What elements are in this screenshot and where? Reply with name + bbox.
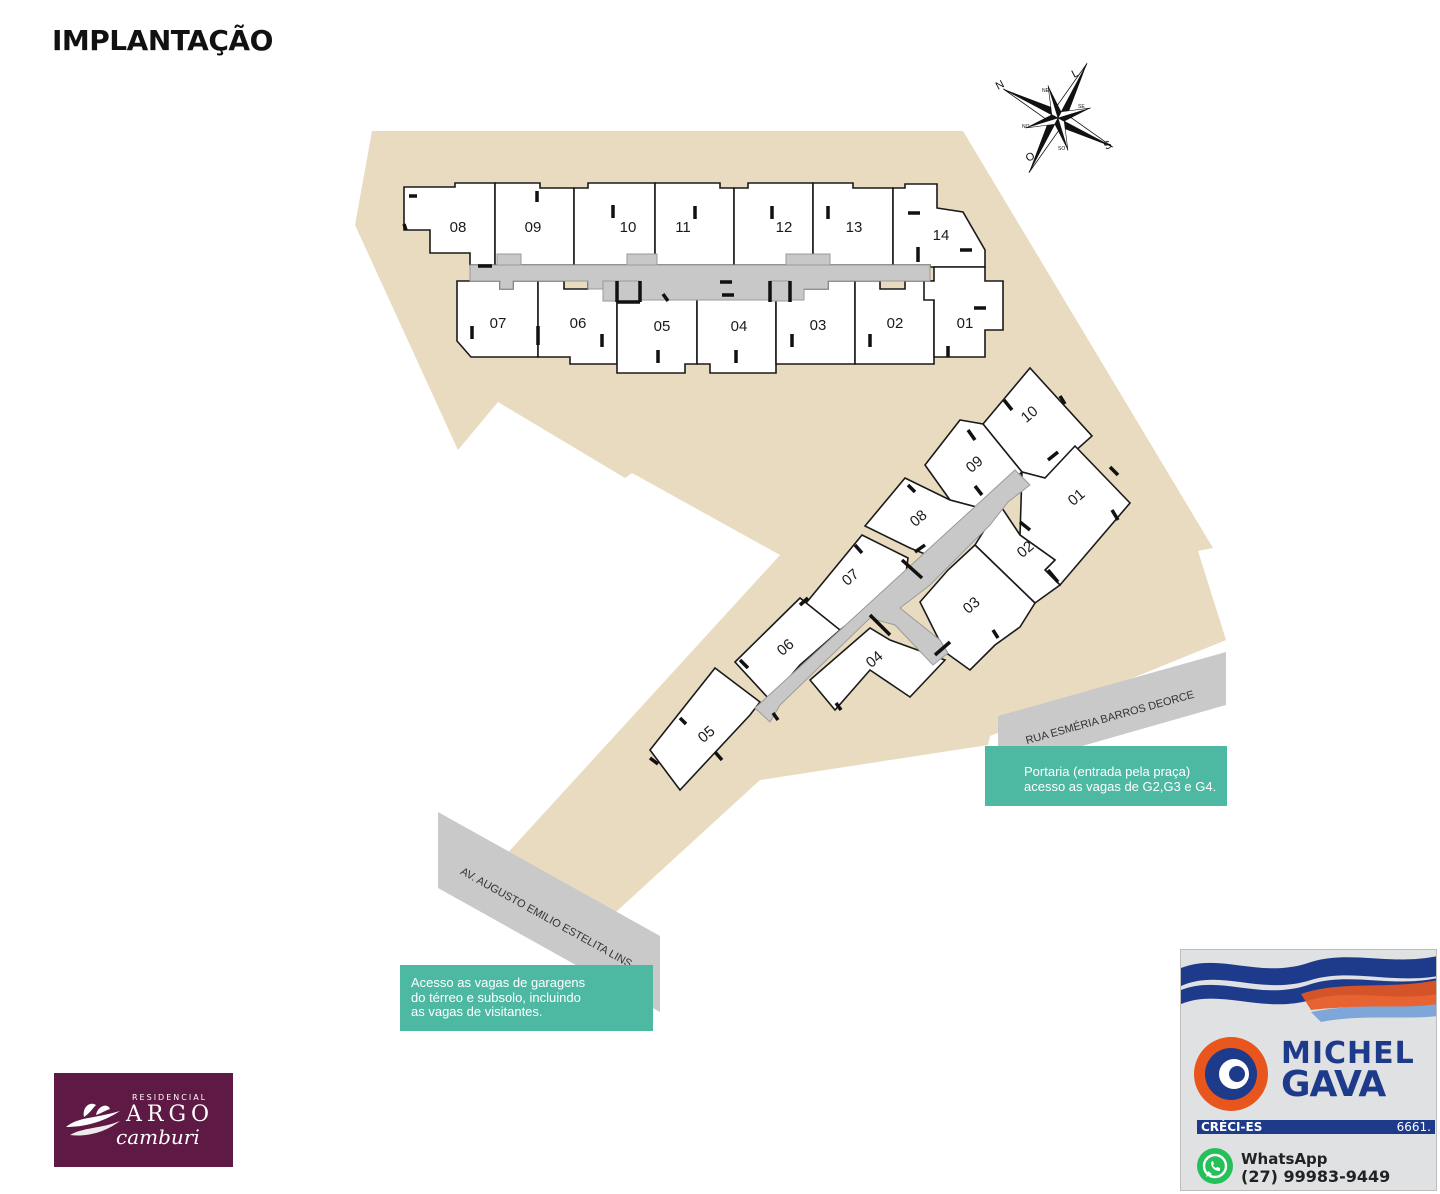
tower-a-units-bottom — [456, 266, 1004, 374]
compass-label-s: S — [1102, 139, 1114, 153]
argo-camburi-logo: RESIDENCIAL ARGO camburi — [54, 1073, 233, 1167]
tower-a-label-11: 11 — [675, 219, 691, 236]
note-garagem-line-1: Acesso as vagas de garagens — [411, 975, 586, 990]
compass-label-no: NO — [1022, 124, 1030, 130]
compass-label-l: L — [1070, 67, 1081, 80]
compass-label-so: SO — [1058, 146, 1065, 152]
tower-b-marks — [648, 395, 1120, 766]
compass-rose-icon: N L S O NE SE SO NO — [994, 63, 1114, 173]
page-title: IMPLANTAÇÃO — [52, 24, 273, 57]
tower-b-unit-03[interactable] — [919, 543, 1037, 672]
note-portaria-line-1: Portaria (entrada pela praça) — [1024, 764, 1191, 779]
argo-logo-camburi: camburi — [116, 1125, 200, 1149]
tower-a-label-12: 12 — [776, 219, 793, 236]
note-garagem-line-3: as vagas de visitantes. — [411, 1004, 543, 1019]
note-portaria-line-2: acesso as vagas de G2,G3 e G4. — [1024, 778, 1217, 794]
broker-phone[interactable]: (27) 99983-9449 — [1241, 1167, 1391, 1186]
broker-name-top: MICHEL — [1281, 1036, 1415, 1071]
tower-a-unit-11[interactable] — [654, 182, 735, 266]
tower-b-core — [754, 469, 1031, 723]
tower-a-label-05: 05 — [654, 318, 671, 335]
tower-b-unit-04[interactable] — [808, 627, 947, 712]
tower-a-label-14: 14 — [933, 227, 950, 244]
tower-a-unit-10[interactable] — [573, 182, 656, 266]
tower-a-unit-12[interactable] — [733, 182, 814, 266]
tower-a-unit-01[interactable] — [923, 266, 1004, 358]
creci-label: CRÉCI-ES — [1201, 1120, 1263, 1134]
tower-b-unit-06[interactable] — [733, 596, 842, 702]
tower-a-core-wells — [496, 253, 831, 302]
tower-a-units-top — [403, 182, 986, 268]
street-av-augusto — [438, 812, 660, 1012]
tower-a-label-06: 06 — [570, 315, 587, 332]
street-rua-esmeria — [998, 652, 1226, 770]
tower-a-label-08: 08 — [450, 219, 467, 236]
tower-a-label-04: 04 — [731, 318, 748, 335]
note-garagem: Acesso as vagas de garagens do térreo e … — [400, 965, 653, 1031]
tower-a-label-07: 07 — [490, 315, 507, 332]
creci-number: 6661. — [1396, 1120, 1431, 1134]
note-portaria: Portaria (entrada pela praça) acesso as … — [985, 746, 1227, 806]
tower-b: 10 09 01 08 02 07 03 06 04 05 — [648, 366, 1132, 792]
compass-label-ne: NE — [1042, 88, 1050, 94]
broker-card: MICHEL GAVA CRÉCI-ES 6661. WhatsApp (27)… — [1180, 949, 1437, 1191]
leaf-wave-icon — [66, 1103, 120, 1136]
tower-a-label-03: 03 — [810, 317, 827, 334]
brand-waves-icon — [1181, 956, 1436, 1111]
tower-a-label-01: 01 — [957, 315, 974, 332]
compass-label-se: SE — [1078, 104, 1085, 110]
tower-a-label-10: 10 — [620, 219, 637, 236]
whatsapp-label: WhatsApp — [1241, 1150, 1328, 1168]
argo-logo-argo: ARGO — [126, 1102, 215, 1127]
compass-label-n: N — [994, 78, 1007, 92]
tower-a-label-09: 09 — [525, 219, 542, 236]
tower-b-unit-02[interactable] — [973, 503, 1062, 605]
whatsapp-icon — [1197, 1148, 1233, 1184]
tower-a: 08 09 10 11 12 13 14 07 06 05 04 03 02 0… — [402, 182, 1004, 374]
note-garagem-line-2: do térreo e subsolo, incluindo — [411, 989, 581, 1005]
broker-name-bottom: GAVA — [1281, 1064, 1386, 1105]
argo-logo-residencial: RESIDENCIAL — [132, 1093, 208, 1102]
tower-a-labels: 08 09 10 11 12 13 14 07 06 05 04 03 02 0… — [450, 219, 974, 335]
tower-a-marks — [402, 191, 986, 363]
creci-bar: CRÉCI-ES 6661. — [1197, 1120, 1435, 1134]
tower-a-label-02: 02 — [887, 315, 904, 332]
tower-a-label-13: 13 — [846, 219, 863, 236]
